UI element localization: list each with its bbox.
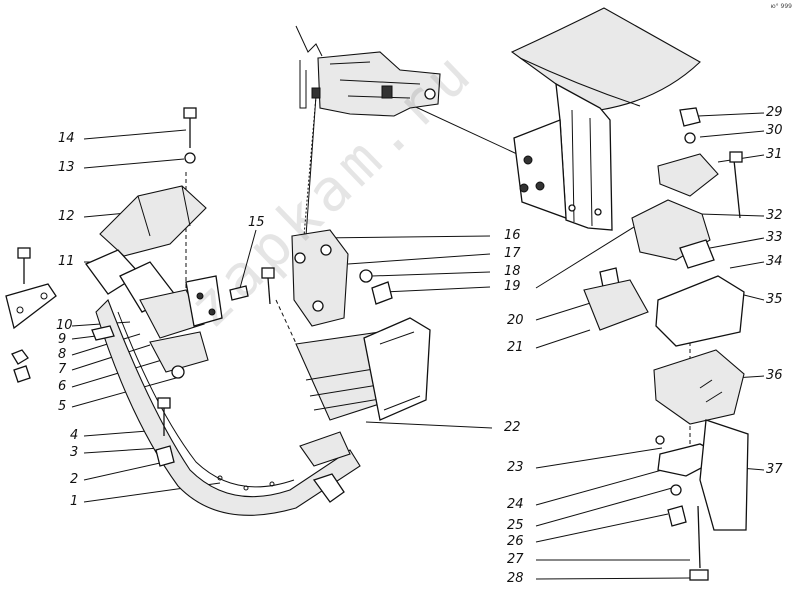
left-bracket-group xyxy=(5,185,249,383)
callout-9: 9 xyxy=(58,332,67,347)
callout-15: 15 xyxy=(248,215,265,230)
callout-18: 18 xyxy=(504,264,521,279)
callout-11: 11 xyxy=(58,254,75,269)
callout-36: 36 xyxy=(766,368,783,383)
callout-35: 35 xyxy=(766,292,783,307)
callout-34: 34 xyxy=(766,254,783,269)
callout-33: 33 xyxy=(766,230,783,245)
callout-13: 13 xyxy=(58,160,75,175)
callout-1: 1 xyxy=(70,494,79,509)
callout-14: 14 xyxy=(58,131,75,146)
callout-30: 30 xyxy=(766,123,783,138)
callout-19: 19 xyxy=(504,279,521,294)
callout-2: 2 xyxy=(70,472,79,487)
callout-37: 37 xyxy=(766,462,783,477)
callout-25: 25 xyxy=(507,518,524,533)
callout-7: 7 xyxy=(58,362,67,377)
callout-10: 10 xyxy=(56,318,73,333)
callout-23: 23 xyxy=(507,460,524,475)
callout-8: 8 xyxy=(58,347,67,362)
callout-21: 21 xyxy=(507,340,524,355)
frame-bracket-assembly xyxy=(510,7,701,231)
callout-32: 32 xyxy=(766,208,783,223)
right-mount-stack xyxy=(583,107,749,581)
callout-24: 24 xyxy=(507,497,524,512)
callout-28: 28 xyxy=(507,571,524,586)
callout-26: 26 xyxy=(507,534,524,549)
corner-mark: ю° 999 xyxy=(770,3,792,10)
callout-29: 29 xyxy=(766,105,783,120)
central-mount xyxy=(291,229,431,421)
callout-12: 12 xyxy=(58,209,75,224)
callout-4: 4 xyxy=(70,428,79,443)
callout-3: 3 xyxy=(70,445,79,460)
engine-detail-sketch xyxy=(295,25,441,117)
callout-31: 31 xyxy=(766,147,783,162)
callout-17: 17 xyxy=(504,246,521,261)
callout-22: 22 xyxy=(504,420,521,435)
callout-5: 5 xyxy=(58,399,67,414)
callout-27: 27 xyxy=(507,552,524,567)
callout-16: 16 xyxy=(504,228,521,243)
callout-6: 6 xyxy=(58,379,67,394)
callout-20: 20 xyxy=(507,313,524,328)
fasteners xyxy=(17,107,275,467)
